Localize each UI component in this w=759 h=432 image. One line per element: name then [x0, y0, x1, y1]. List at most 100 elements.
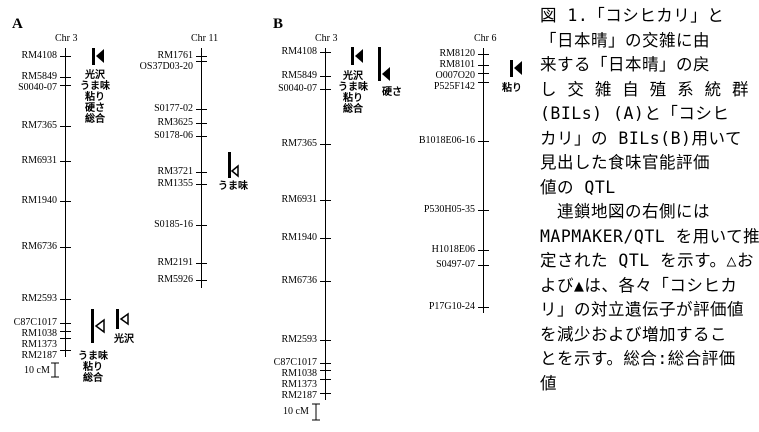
caption-line: 見出した食味官能評価 — [540, 153, 710, 172]
caption-line: 来する「日本晴」の戻 — [540, 55, 710, 74]
marker-tick — [196, 109, 207, 110]
qtl-traits-a3-top: 光沢うま味粘り硬さ総合 — [80, 70, 110, 125]
marker-label: P17G10-24 — [428, 301, 475, 312]
qtl-increase-a3-top — [92, 48, 104, 65]
caption-line: 定された QTL を示す。△お — [540, 251, 754, 270]
chromosome-axis-b-chr3 — [325, 48, 326, 400]
qtl-increase-b3-1 — [351, 47, 363, 65]
marker-label: RM1355 — [157, 178, 193, 189]
marker-tick — [60, 247, 71, 248]
qtl-traits-a3-bottom-2: 光沢 — [114, 334, 134, 345]
caption-line: MAPMAKER/QTL を用いて推 — [540, 226, 759, 246]
marker-label: P530H05-35 — [423, 204, 475, 215]
marker-tick — [60, 323, 71, 324]
caption-line: カリ」の BILs(B)用いて — [540, 128, 742, 148]
marker-label: S0185-16 — [154, 219, 193, 230]
qtl-traits-b6: 粘り — [502, 83, 522, 94]
marker-label: RM8120 — [439, 48, 475, 59]
marker-tick — [320, 52, 331, 53]
marker-label: RM4108 — [21, 50, 57, 61]
marker-label: RM5926 — [157, 274, 193, 285]
scale-label-b: 10 cM — [283, 406, 309, 417]
marker-label: RM6736 — [281, 275, 317, 286]
marker-tick — [320, 89, 331, 90]
marker-label: RM5849 — [21, 71, 57, 82]
marker-label: RM7365 — [21, 120, 57, 131]
scale-label-a: 10 cM — [24, 365, 50, 376]
marker-tick — [196, 263, 207, 264]
caption-line: よび▲は、各々「コシヒカ — [540, 275, 738, 295]
marker-label: O007O20 — [435, 70, 475, 81]
chr-label-b3: Chr 3 — [315, 33, 338, 44]
marker-label: S0040-07 — [18, 82, 57, 93]
marker-label: RM1940 — [21, 195, 57, 206]
caption-line: し 交 雑 自 殖 系 統 群 — [540, 79, 750, 99]
marker-label: P525F142 — [433, 81, 475, 92]
marker-label: OS37D03-20 — [139, 61, 193, 72]
marker-tick — [320, 76, 331, 77]
marker-label: B1018E06-16 — [418, 135, 475, 146]
marker-label: H1018E06 — [431, 244, 475, 255]
marker-label: C87C1017 — [273, 357, 317, 368]
marker-tick — [196, 123, 207, 124]
marker-label: RM1038 — [21, 328, 57, 339]
marker-label: C87C1017 — [13, 317, 57, 328]
marker-tick — [196, 172, 207, 173]
qtl-decrease-a3-bottom-1 — [91, 309, 105, 343]
marker-tick — [196, 61, 207, 62]
marker-tick — [60, 201, 71, 202]
marker-tick — [60, 161, 71, 162]
marker-label: RM2191 — [157, 257, 193, 268]
marker-tick — [478, 250, 489, 251]
marker-tick — [320, 363, 331, 364]
marker-label: RM2593 — [281, 334, 317, 345]
marker-tick — [196, 225, 207, 226]
marker-tick — [320, 144, 331, 145]
marker-tick — [320, 238, 331, 239]
marker-label: RM2593 — [21, 293, 57, 304]
marker-label: RM5849 — [281, 70, 317, 81]
chromosome-axis-a-chr11 — [201, 48, 202, 288]
chr-label-b6: Chr 6 — [474, 33, 497, 44]
marker-tick — [478, 65, 489, 66]
marker-tick — [320, 370, 331, 371]
marker-tick — [60, 350, 71, 351]
marker-label: RM1038 — [281, 368, 317, 379]
qtl-decrease-a11 — [228, 152, 239, 178]
marker-label: RM2187 — [281, 390, 317, 401]
qtl-traits-a3-bottom-1: うま味粘り総合 — [78, 351, 108, 384]
marker-tick — [60, 85, 71, 86]
qtl-traits-b3-1: 光沢うま味粘り総合 — [338, 71, 368, 115]
marker-tick — [60, 338, 71, 339]
marker-label: RM4108 — [281, 46, 317, 57]
caption-line: (BILs) (A)と「コシヒ — [540, 104, 730, 123]
qtl-traits-a11: うま味 — [218, 181, 248, 192]
marker-label: S0177-02 — [154, 103, 193, 114]
marker-tick — [478, 141, 489, 142]
chr-label-a11: Chr 11 — [191, 33, 219, 44]
marker-label: RM1373 — [21, 339, 57, 350]
marker-label: RM7365 — [281, 138, 317, 149]
marker-label: S0040-07 — [278, 83, 317, 94]
chromosome-axis-b-chr6 — [483, 48, 484, 313]
panel-b-letter: B — [273, 16, 284, 32]
marker-label: RM3625 — [157, 117, 193, 128]
marker-tick — [60, 56, 71, 57]
marker-tick — [60, 331, 71, 332]
marker-label: RM6931 — [281, 194, 317, 205]
marker-tick — [478, 82, 489, 83]
marker-label: RM3721 — [157, 166, 193, 177]
marker-tick — [196, 136, 207, 137]
chr-label-a3: Chr 3 — [55, 33, 78, 44]
marker-tick — [196, 280, 207, 281]
marker-label: RM8101 — [439, 59, 475, 70]
marker-tick — [196, 184, 207, 185]
scale-bar-b — [312, 403, 320, 421]
qtl-increase-b3-2 — [378, 47, 390, 81]
caption-line: 連鎖地図の右側には — [540, 202, 710, 221]
marker-tick — [320, 200, 331, 201]
marker-label: S0497-07 — [436, 259, 475, 270]
marker-tick — [60, 77, 71, 78]
chromosome-axis-a-chr3 — [65, 48, 66, 357]
marker-tick — [60, 299, 71, 300]
